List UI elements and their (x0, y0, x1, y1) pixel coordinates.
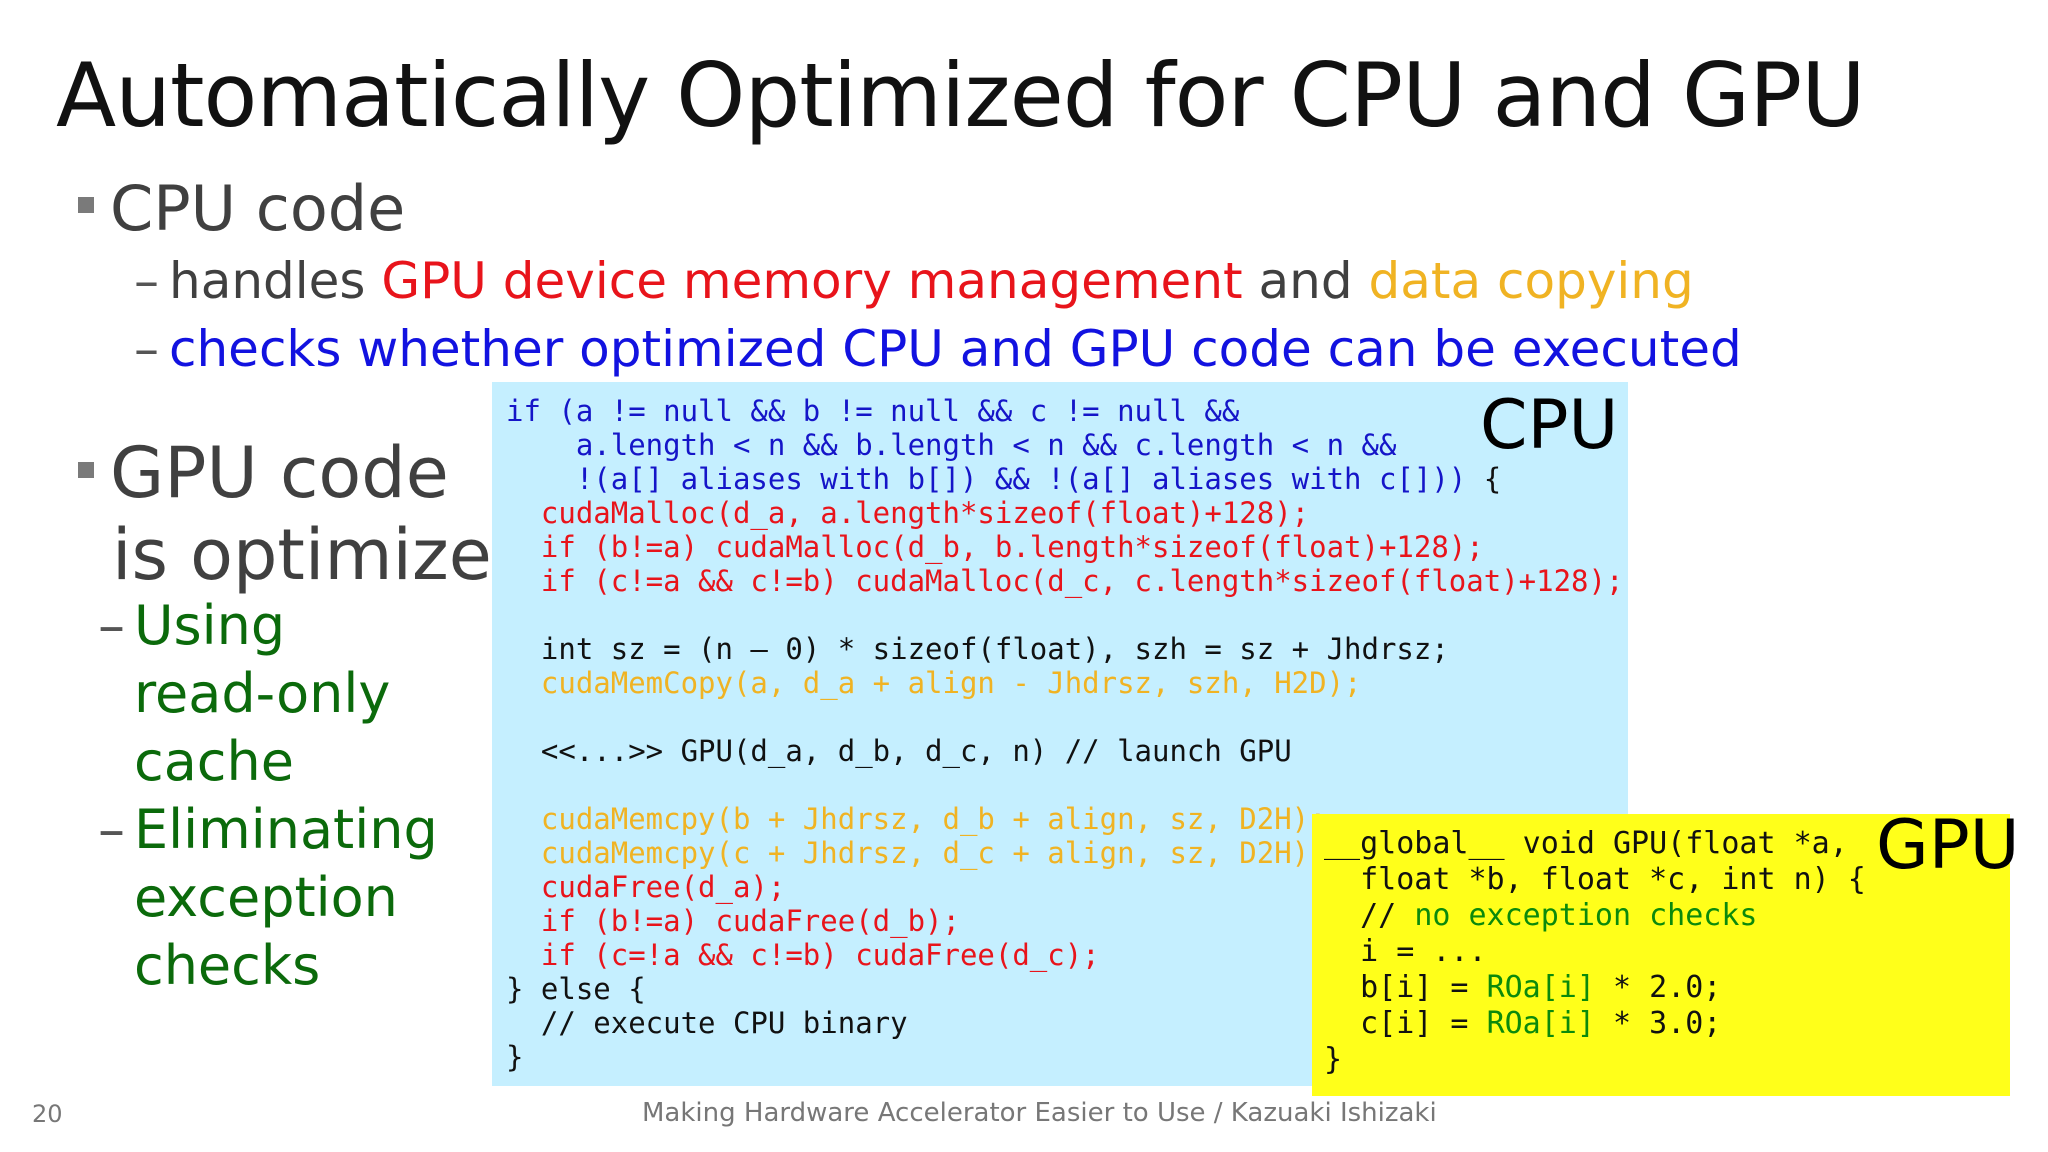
code-line: b[i] = ROa[i] * 2.0; (1324, 970, 1722, 1005)
dash-bullet-icon: – (98, 594, 125, 657)
code-line: i = ... (1324, 934, 1487, 969)
gpu-label: GPU (1876, 806, 2020, 885)
code-line: float *b, float *c, int n) { (1324, 862, 1866, 897)
code-line: // no exception checks (1324, 898, 1758, 933)
list-item-line: Eliminating (134, 798, 438, 861)
code-line: cudaMalloc(d_a, a.length*sizeof(float)+1… (506, 496, 1310, 530)
text-checks: checks whether optimized CPU and GPU cod… (169, 320, 1742, 378)
cpu-subbullet-checks: –checks whether optimized CPU and GPU co… (134, 320, 1742, 378)
bullet-gpu-code: GPU code is optimized (78, 432, 536, 596)
code-line: __global__ void GPU(float *a, (1324, 826, 1848, 861)
text-data-copying: data copying (1368, 252, 1694, 310)
text-handles: handles (169, 252, 382, 310)
cpu-label: CPU (1480, 386, 1619, 465)
bullet-cpu-code: CPU code (78, 172, 405, 245)
gpu-code-heading: GPU code (110, 432, 449, 514)
square-bullet-icon (78, 196, 94, 213)
cpu-code-listing: if (a != null && b != null && c != null … (506, 394, 1623, 1074)
dash-bullet-icon: – (134, 320, 159, 378)
code-line: } (506, 1040, 524, 1074)
code-line: } else { (506, 972, 646, 1006)
page-number: 20 (32, 1100, 63, 1128)
list-item-line: cache (134, 730, 294, 793)
code-line (506, 700, 1623, 734)
list-item-line: read-only (134, 662, 391, 725)
code-line: cudaMemCopy(a, d_a + align - Jhdrsz, szh… (506, 666, 1362, 700)
code-line: if (c!=a && c!=b) cudaMalloc(d_c, c.leng… (506, 564, 1624, 598)
code-line: cudaMemcpy(c + Jhdrsz, d_c + align, sz, … (506, 836, 1327, 870)
footer-text: Making Hardware Accelerator Easier to Us… (642, 1098, 1437, 1128)
code-line: if (b!=a) cudaMalloc(d_b, b.length*sizeo… (506, 530, 1484, 564)
cpu-code-heading: CPU code (110, 172, 406, 245)
gpu-code-heading-line2: is optimized (112, 514, 537, 596)
code-line: !(a[] aliases with b[]) && !(a[] aliases… (506, 462, 1502, 496)
code-line: a.length < n && b.length < n && c.length… (506, 428, 1397, 462)
dash-bullet-icon: – (134, 252, 159, 310)
gpu-code-box: __global__ void GPU(float *a, float *b, … (1312, 814, 2010, 1096)
list-item-line: checks (134, 934, 321, 997)
code-line: cudaFree(d_a); (506, 870, 786, 904)
cpu-code-box: if (a != null && b != null && c != null … (492, 382, 1628, 1086)
code-line: int sz = (n – 0) * sizeof(float), szh = … (506, 632, 1449, 666)
list-item-line: exception (134, 866, 398, 929)
text-and: and (1242, 252, 1369, 310)
gpu-optimizations-list: – Using read-only cache – Eliminating ex… (98, 592, 438, 1000)
code-line: } (1324, 1042, 1343, 1077)
code-line (506, 768, 1623, 802)
code-line: c[i] = ROa[i] * 3.0; (1324, 1006, 1722, 1041)
code-line: if (a != null && b != null && c != null … (506, 394, 1240, 428)
cpu-subbullet-memory: –handles GPU device memory management an… (134, 252, 1694, 310)
list-item-line: Using (134, 594, 286, 657)
code-line: <<...>> GPU(d_a, d_b, d_c, n) // launch … (506, 734, 1292, 768)
code-line: cudaMemcpy(b + Jhdrsz, d_b + align, sz, … (506, 802, 1327, 836)
square-bullet-icon (78, 461, 94, 478)
text-gpu-memory-management: GPU device memory management (381, 252, 1243, 310)
code-line: // execute CPU binary (506, 1006, 908, 1040)
code-line (506, 598, 1623, 632)
dash-bullet-icon: – (98, 798, 125, 861)
gpu-code-listing: __global__ void GPU(float *a, float *b, … (1324, 826, 1866, 1078)
slide-title: Automatically Optimized for CPU and GPU (56, 44, 1866, 147)
list-item: – Using read-only cache (98, 592, 438, 796)
code-line: if (c=!a && c!=b) cudaFree(d_c); (506, 938, 1100, 972)
code-line: if (b!=a) cudaFree(d_b); (506, 904, 960, 938)
list-item: – Eliminating exception checks (98, 796, 438, 1000)
